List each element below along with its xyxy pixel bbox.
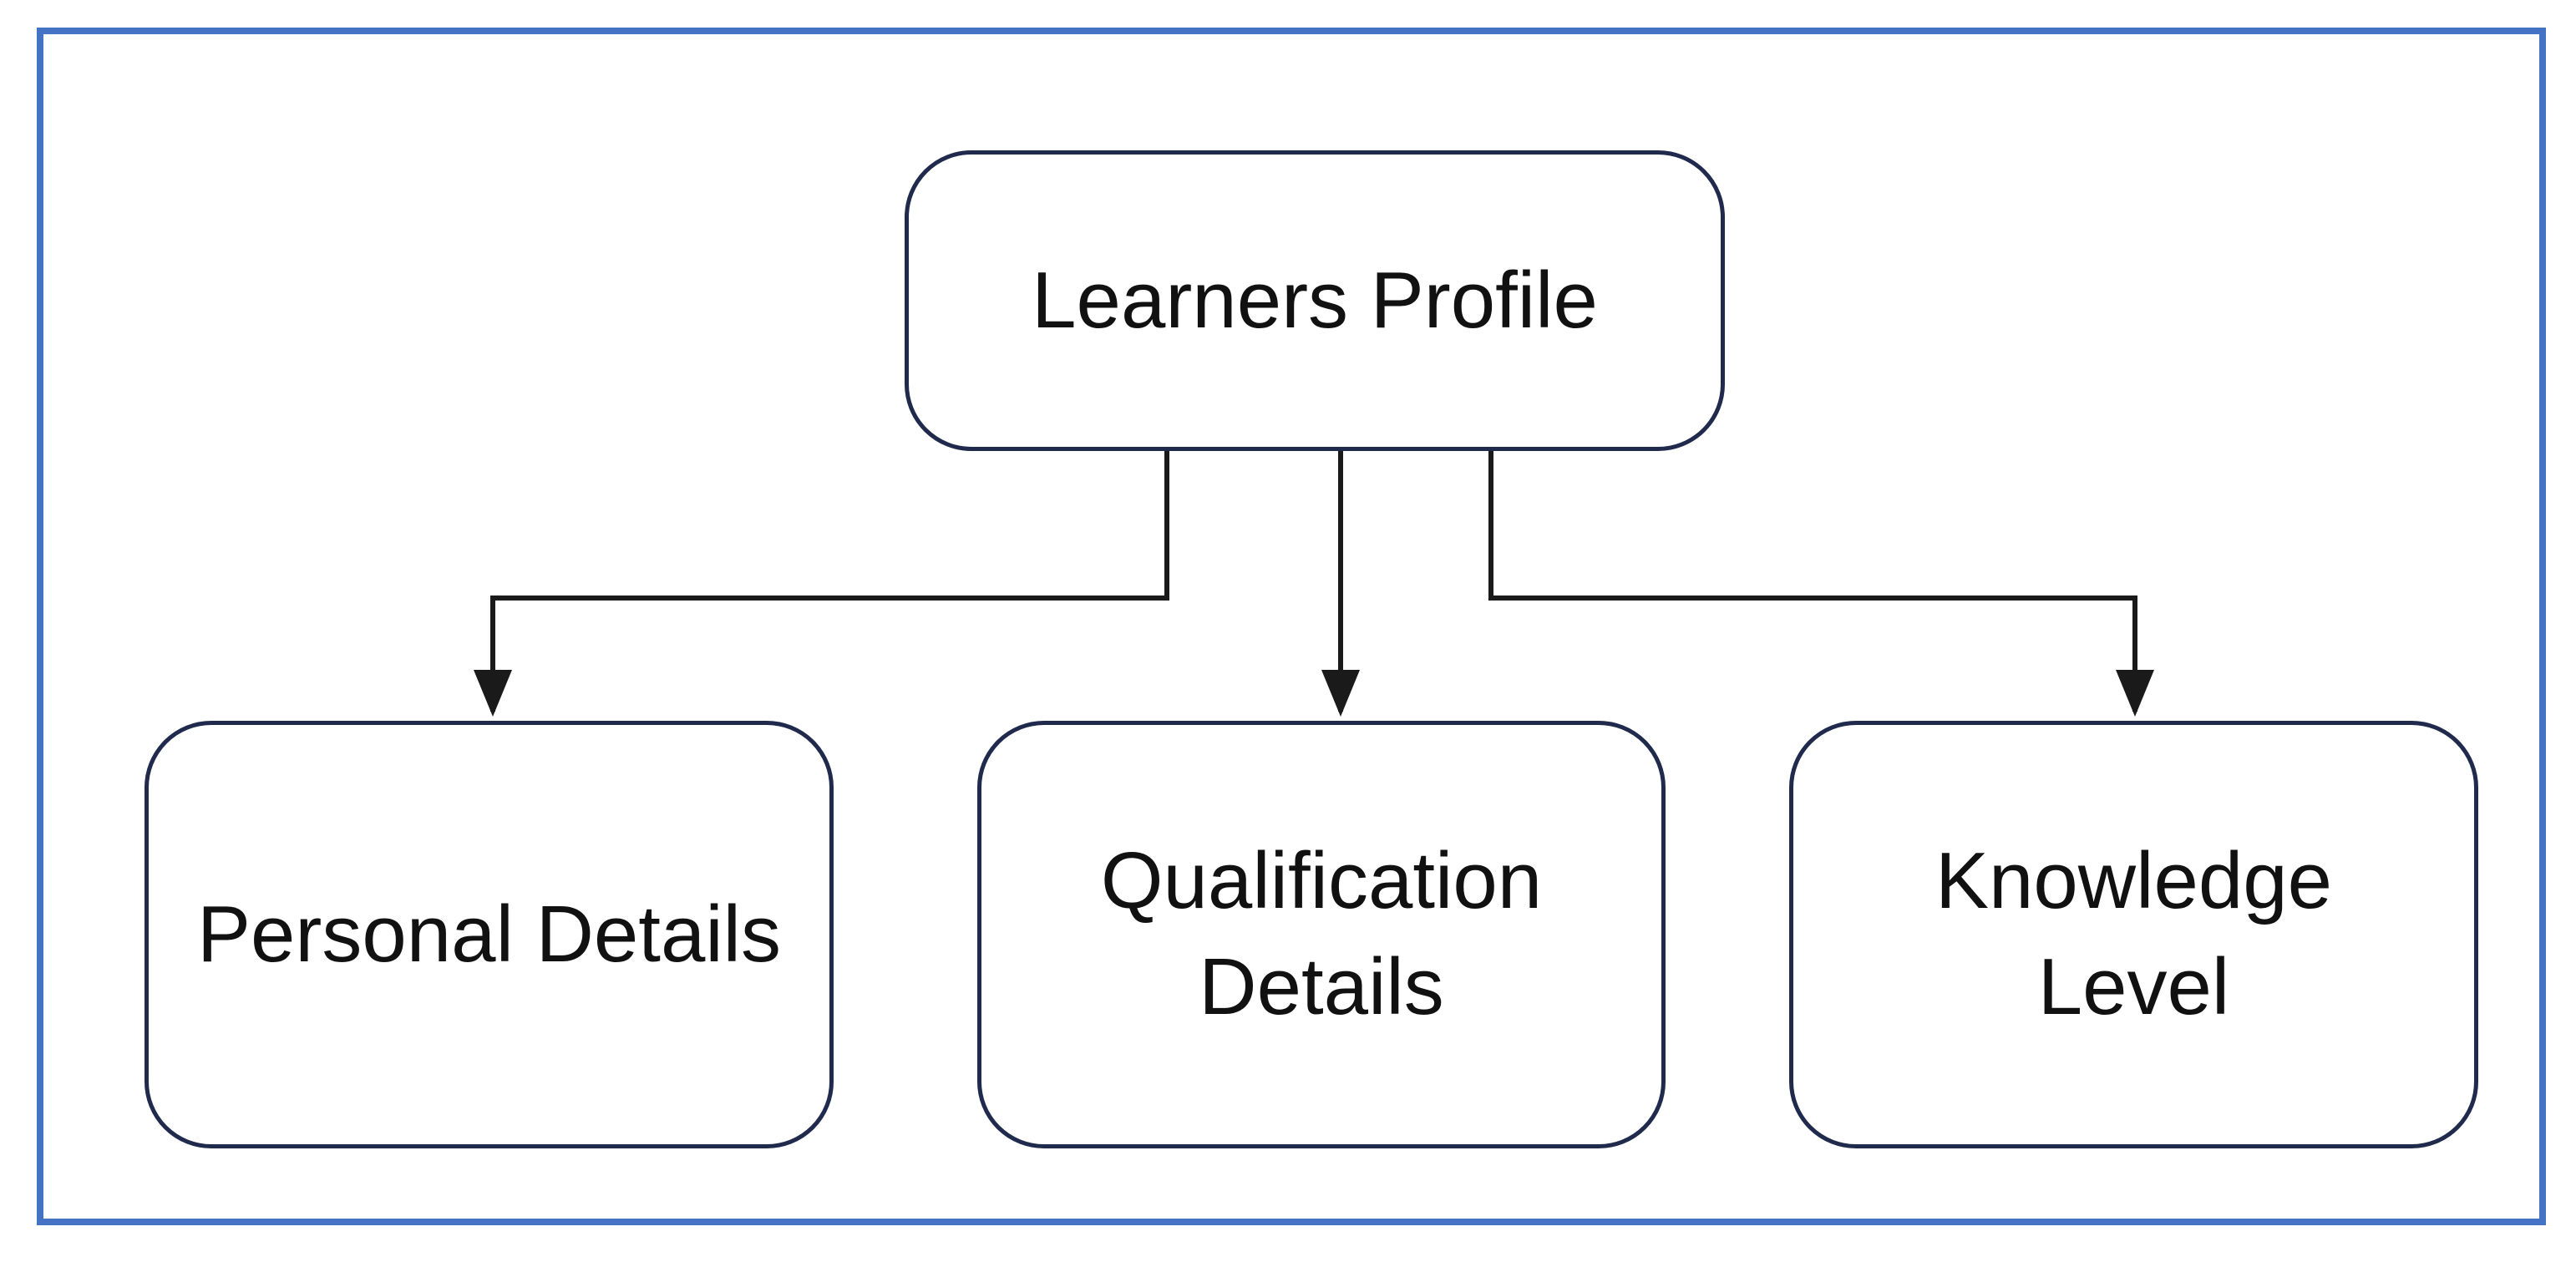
node-learners-profile: Learners Profile (905, 150, 1725, 451)
node-qualification-details-label: Qualification Details (1100, 836, 1543, 1031)
node-knowledge-level: Knowledge Level (1789, 721, 2478, 1148)
node-personal-details-label: Personal Details (197, 889, 781, 979)
node-knowledge-level-label: Knowledge Level (1935, 836, 2333, 1031)
outer-frame (37, 28, 2546, 1225)
node-qualification-details: Qualification Details (977, 721, 1666, 1148)
node-personal-details: Personal Details (145, 721, 834, 1148)
node-learners-profile-label: Learners Profile (1032, 255, 1598, 345)
